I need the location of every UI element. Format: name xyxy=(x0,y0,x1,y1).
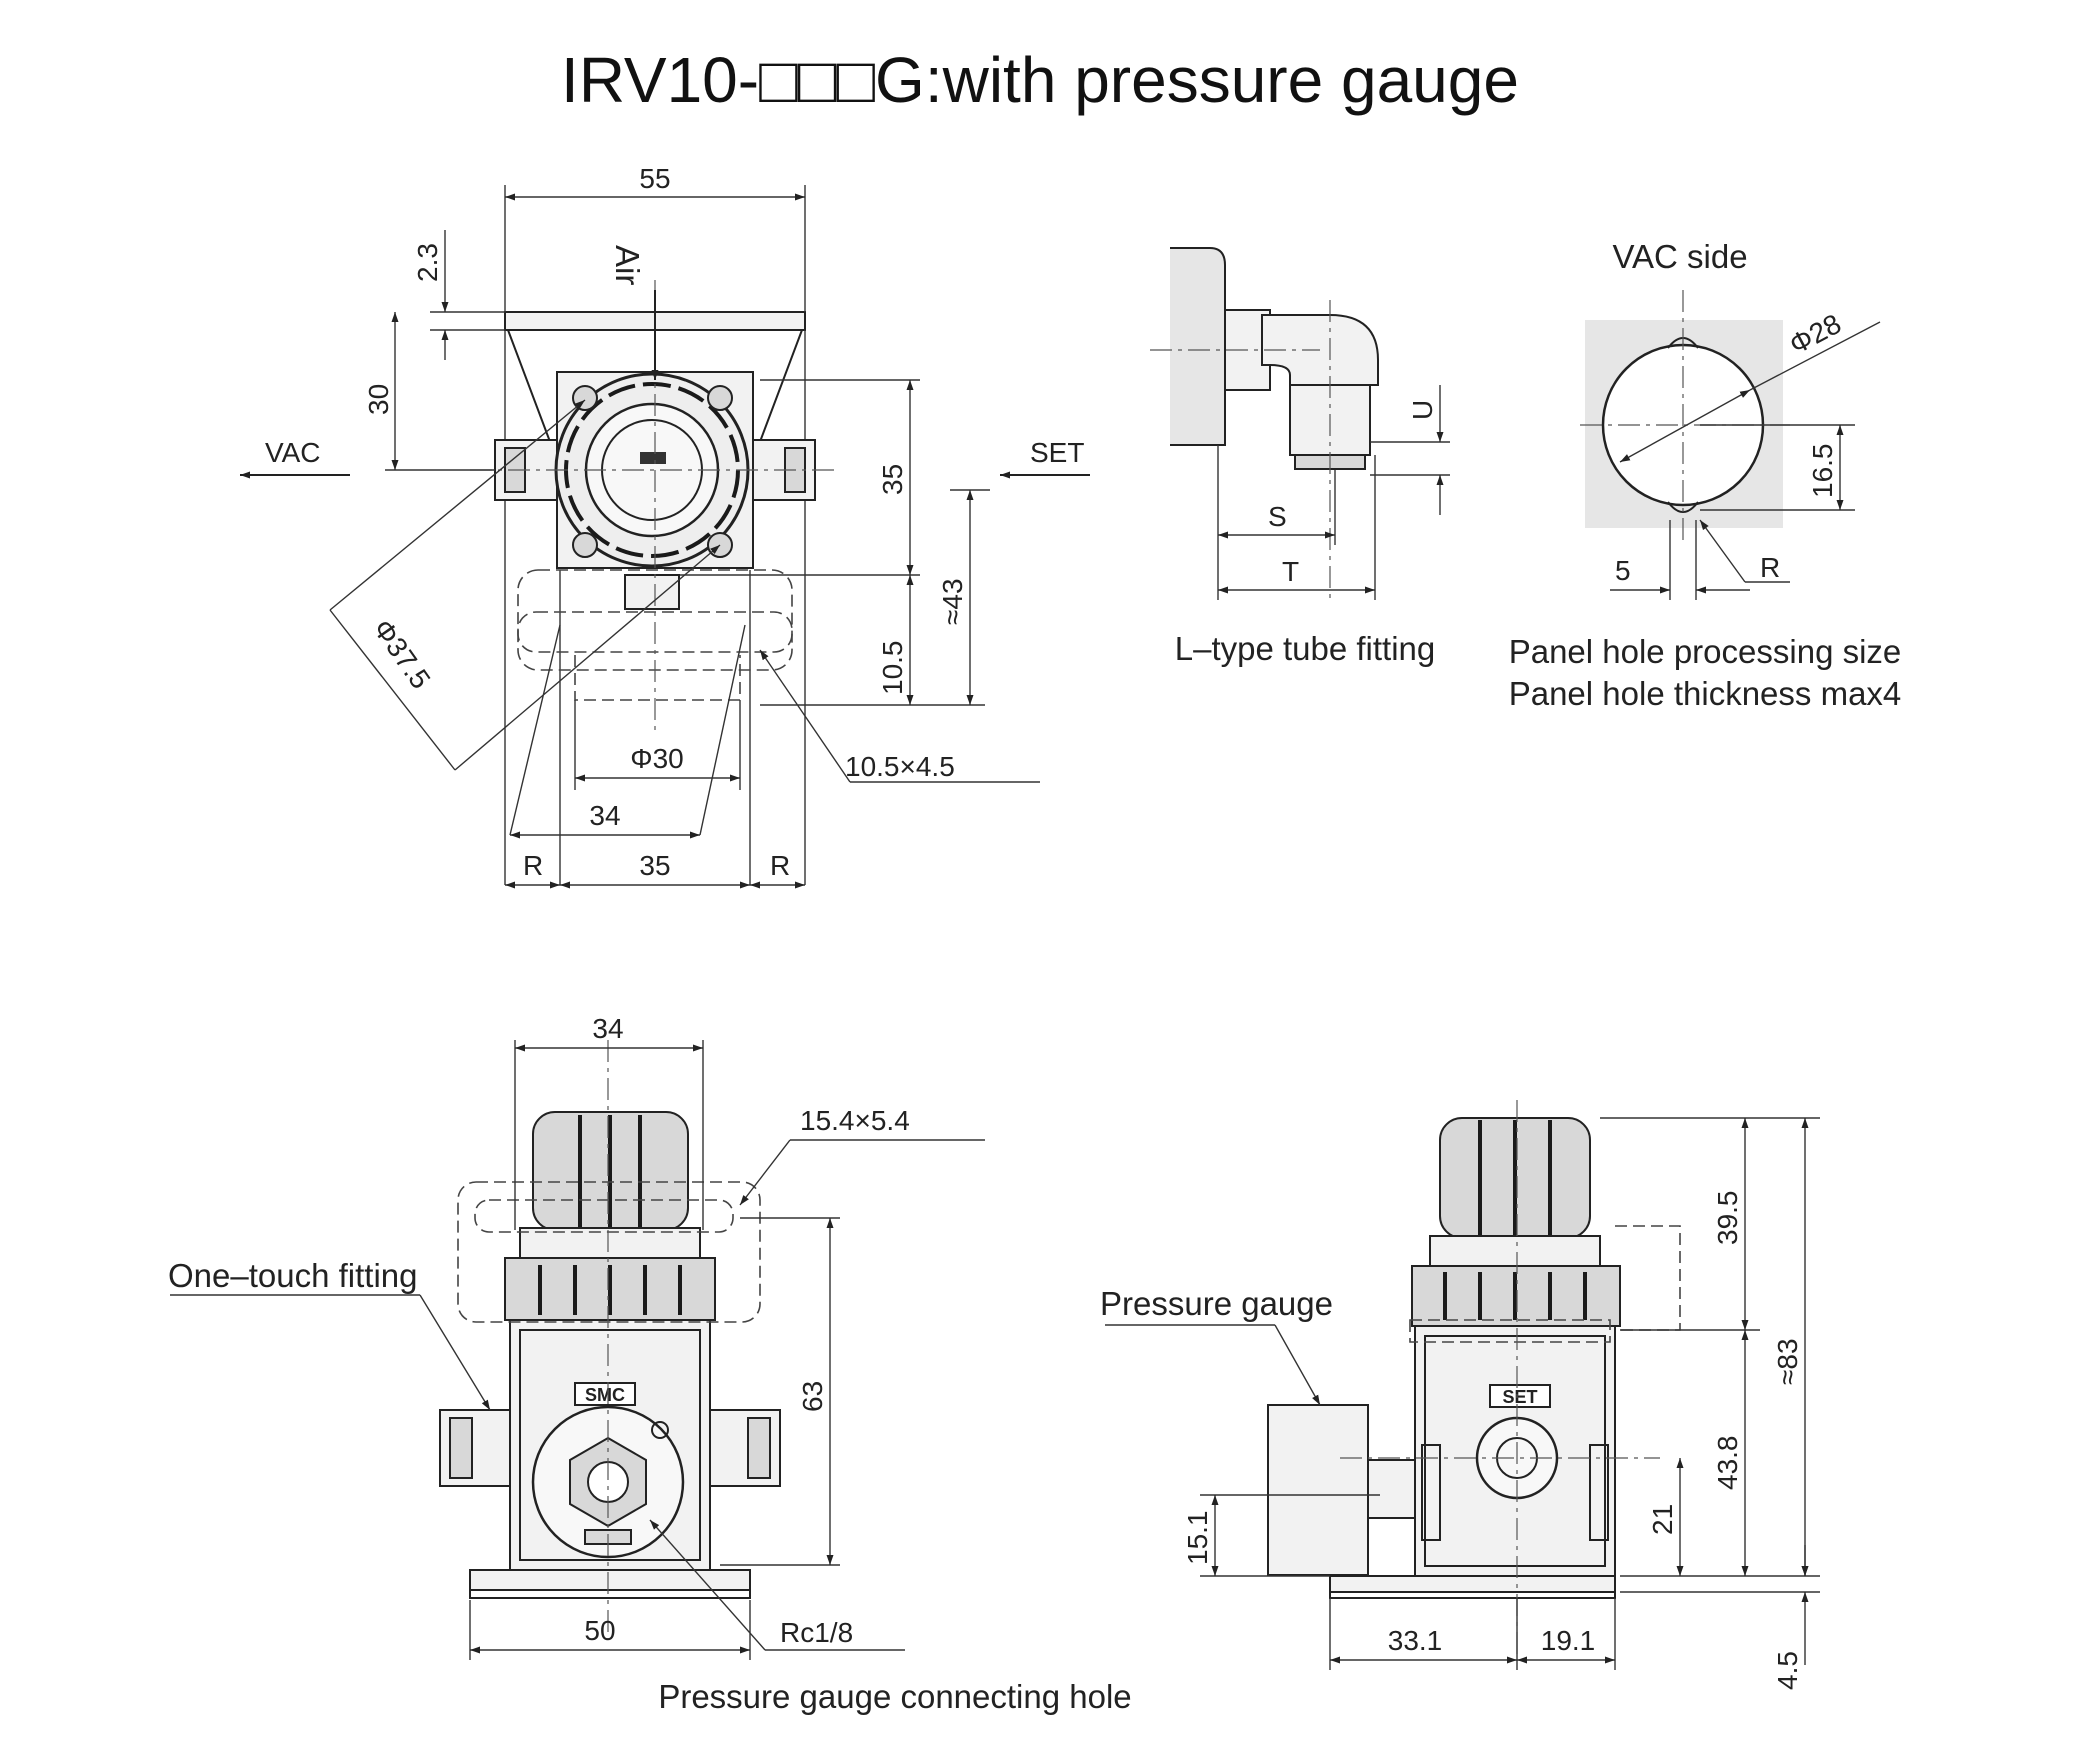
l-fitting-view: S T U L–type tube fitting xyxy=(1150,247,1450,667)
dim-21: 21 xyxy=(1647,1504,1678,1535)
vac-side-label: VAC side xyxy=(1612,238,1747,275)
dim-34-front: 34 xyxy=(592,1013,623,1044)
dim-43: ≈43 xyxy=(937,578,968,625)
dim-r-left: R xyxy=(523,850,543,881)
dim-19-1: 19.1 xyxy=(1541,1625,1596,1656)
l-fitting-panel xyxy=(1170,248,1225,445)
panel-hole-caption-1: Panel hole processing size xyxy=(1509,633,1902,670)
side-view: SET 39.5 43.8 ≈83 4.5 21 15.1 xyxy=(1100,1100,1820,1690)
dim-15-1: 15.1 xyxy=(1182,1511,1213,1566)
dim-33-1: 33.1 xyxy=(1388,1625,1443,1656)
panel-hole-caption-2: Panel hole thickness max4 xyxy=(1509,675,1902,712)
dim-5: 5 xyxy=(1615,555,1631,586)
svg-text:SET: SET xyxy=(1502,1387,1537,1407)
dim-slot-15-4x5-4: 15.4×5.4 xyxy=(800,1105,910,1136)
dim-30: 30 xyxy=(363,384,394,415)
dim-34-top: 34 xyxy=(589,800,620,831)
side-set-badge xyxy=(1489,1384,1551,1408)
vac-label: VAC xyxy=(265,437,321,468)
set-label: SET xyxy=(1030,437,1084,468)
rc-1-8-label: Rc1/8 xyxy=(780,1617,853,1648)
front-smc-badge xyxy=(574,1382,636,1406)
dim-10-5: 10.5 xyxy=(877,641,908,696)
dim-r-right: R xyxy=(770,850,790,881)
dim-50: 50 xyxy=(584,1615,615,1646)
dim-39-5: 39.5 xyxy=(1712,1191,1743,1246)
dim-width-55: 55 xyxy=(639,163,670,194)
top-view: Air VAC SET 55 2.3 30 35 10.5 ≈43 xyxy=(240,163,1090,889)
drawing-title: IRV10-□□□G:with pressure gauge xyxy=(561,44,1519,116)
set-indicator xyxy=(640,452,666,464)
front-bracket-outline xyxy=(457,1181,761,1323)
dim-2-3: 2.3 xyxy=(412,243,443,282)
one-touch-fitting-label: One–touch fitting xyxy=(168,1257,418,1294)
dim-phi-30: Φ30 xyxy=(630,743,683,774)
dim-s: S xyxy=(1268,501,1287,532)
panel-hole-view: Φ28 16.5 5 R VAC side Panel hole process… xyxy=(1509,238,1902,712)
bracket-flare xyxy=(507,329,803,456)
front-view: SMC 34 15.4×5.4 63 50 One–touch fitting xyxy=(168,1013,1132,1715)
dim-slot-10-5x4-5: 10.5×4.5 xyxy=(845,751,955,782)
dim-phi-28: Φ28 xyxy=(1784,308,1846,360)
dim-43-8: 43.8 xyxy=(1712,1436,1743,1491)
gauge-hole-caption: Pressure gauge connecting hole xyxy=(658,1678,1131,1715)
dim-u: U xyxy=(1407,400,1438,420)
dim-phi-37-5: Φ37.5 xyxy=(367,614,436,695)
side-base-plate xyxy=(1329,1575,1616,1593)
l-fitting-caption: L–type tube fitting xyxy=(1175,630,1436,667)
dim-r-panel: R xyxy=(1760,552,1780,583)
dim-83: ≈83 xyxy=(1772,1338,1803,1385)
dim-35-bottom: 35 xyxy=(639,850,670,881)
dim-35-right: 35 xyxy=(877,464,908,495)
pressure-gauge-label: Pressure gauge xyxy=(1100,1285,1333,1322)
air-label: Air xyxy=(609,245,646,285)
dim-63: 63 xyxy=(797,1381,828,1412)
dim-4-5: 4.5 xyxy=(1772,1651,1803,1690)
front-base-plate xyxy=(469,1569,751,1591)
svg-text:SMC: SMC xyxy=(585,1385,625,1405)
dim-t: T xyxy=(1282,556,1299,587)
dim-16-5: 16.5 xyxy=(1807,444,1838,499)
pressure-gauge-dial xyxy=(1267,1404,1369,1576)
